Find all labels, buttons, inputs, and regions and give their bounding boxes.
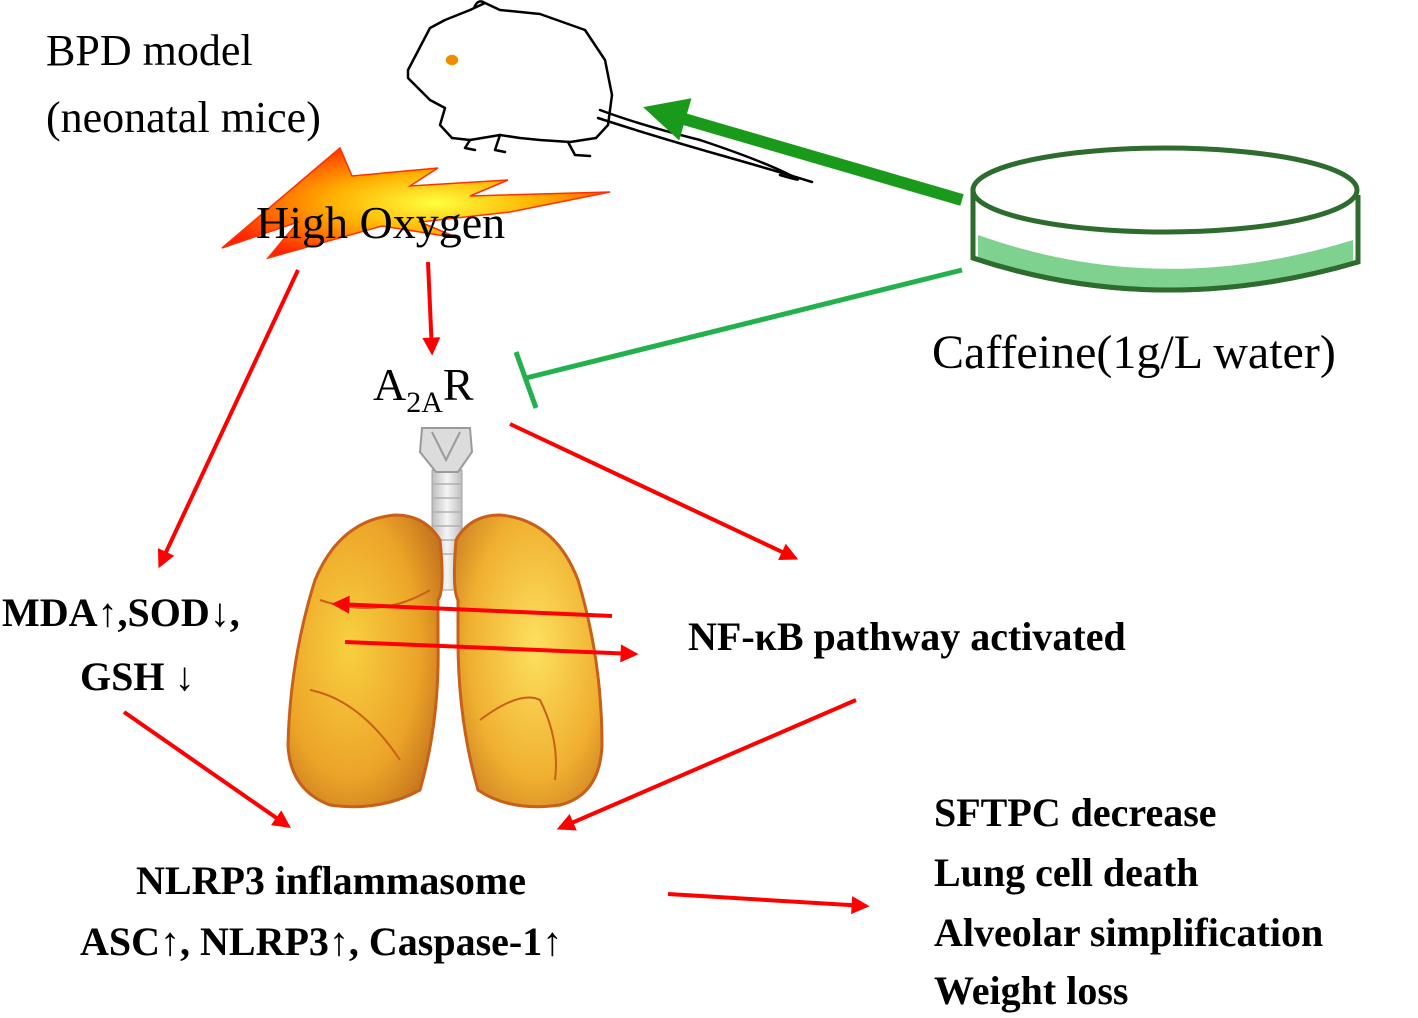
outcome-item: SFTPC decrease — [934, 790, 1217, 835]
oxidative-line1: MDA↑,SOD↓, — [2, 590, 240, 635]
oxidative-line2: GSH ↓ — [80, 654, 194, 699]
outcome-item: Lung cell death — [934, 850, 1198, 895]
caffeine-to-mouse-arrow — [643, 98, 964, 206]
outcome-item: Weight loss — [934, 968, 1128, 1013]
model-label-line2: (neonatal mice) — [46, 93, 321, 142]
oxidative-to-inflammasome-arrow — [122, 710, 291, 829]
outcomes-list: SFTPC decrease Lung cell death Alveolar … — [934, 790, 1323, 1013]
receptor-label: A2AR — [373, 359, 474, 419]
petri-dish-icon — [970, 145, 1361, 293]
nfkb-to-inflammasome-arrow — [556, 698, 857, 831]
lung-to-nfkb-arrow — [344, 640, 639, 663]
receptor-suffix: R — [443, 359, 474, 410]
outcome-item: Alveolar simplification — [934, 910, 1323, 955]
model-label-line1: BPD model — [46, 26, 253, 75]
treatment-label: Caffeine(1g/L water) — [932, 326, 1336, 379]
caffeine-inhibition-line — [513, 267, 963, 409]
receptor-base: A — [373, 359, 406, 410]
mouse-icon — [406, 0, 814, 184]
pathway-label: NF-κB pathway activated — [688, 614, 1126, 659]
lung-to-oxidative-arrow — [331, 595, 613, 618]
lightning-bolt-icon — [221, 146, 611, 260]
activation-arrows — [122, 261, 870, 915]
oxygen-to-receptor-arrow — [422, 261, 441, 356]
stimulus-label: High Oxygen — [256, 197, 505, 248]
receptor-to-nfkb-arrow — [509, 422, 799, 561]
inflammasome-line2: ASC↑, NLRP3↑, Caspase-1↑ — [80, 919, 562, 964]
inflammasome-line1: NLRP3 inflammasome — [136, 858, 526, 903]
oxygen-to-oxidative-arrow — [157, 269, 300, 569]
receptor-subscript: 2A — [406, 386, 443, 419]
lungs-icon — [286, 427, 604, 809]
inflammasome-to-outcomes-arrow — [667, 892, 870, 915]
